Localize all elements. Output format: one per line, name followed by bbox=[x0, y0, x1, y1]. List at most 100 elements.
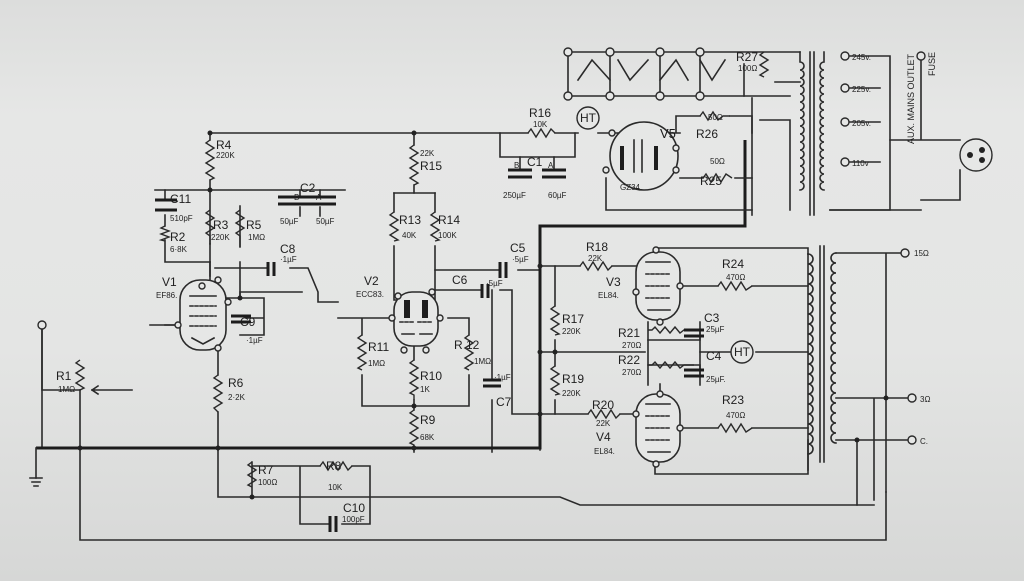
r6-ref: R6 bbox=[228, 376, 244, 390]
v4-type: EL84. bbox=[594, 447, 615, 456]
r4-ref: R4 bbox=[216, 138, 232, 152]
r18-value: 22K bbox=[588, 254, 603, 263]
v4-ref: V4 bbox=[596, 430, 611, 444]
r14-ref: R14 bbox=[438, 213, 460, 227]
r26-ref: R26 bbox=[696, 127, 718, 141]
c10-value: 100pF bbox=[342, 515, 365, 524]
r20-ref: R20 bbox=[592, 398, 614, 412]
output-15-ohm: 15Ω bbox=[914, 249, 929, 258]
r17-ref: R17 bbox=[562, 312, 584, 326]
c9-ref: C9 bbox=[240, 315, 256, 329]
c3-ref: C3 bbox=[704, 311, 720, 325]
v1-type: EF86. bbox=[156, 291, 177, 300]
ht-symbol-top bbox=[576, 106, 600, 130]
c8-value: ·1µF bbox=[280, 255, 297, 264]
r20-value: 22K bbox=[596, 419, 611, 428]
c2-value-b: 50µF bbox=[280, 217, 299, 226]
r17-value: 220K bbox=[562, 327, 581, 336]
r9-value: 68K bbox=[420, 433, 435, 442]
c3-value: 25µF bbox=[706, 325, 725, 334]
r22-ref: R22 bbox=[618, 353, 640, 367]
r4-value: 220K bbox=[216, 151, 235, 160]
r8-value: 10K bbox=[328, 483, 343, 492]
r2-ref: R2 bbox=[170, 230, 186, 244]
v3-ref: V3 bbox=[606, 275, 621, 289]
output-common: C. bbox=[920, 437, 928, 446]
power-transformer bbox=[799, 51, 825, 216]
v2-type: ECC83. bbox=[356, 290, 384, 299]
r1-ref: R1 bbox=[56, 369, 72, 383]
ht-label-output: HT bbox=[734, 345, 751, 359]
r25-ref: R25 bbox=[700, 174, 722, 188]
r11-value: 1MΩ bbox=[368, 359, 385, 368]
v1-ref: V1 bbox=[162, 275, 177, 289]
r13-value: 40K bbox=[402, 231, 417, 240]
r3-ref: R3 bbox=[213, 218, 229, 232]
r8-ref: R8 bbox=[326, 459, 342, 473]
r23-value: 470Ω bbox=[726, 411, 745, 420]
c10-ref: C10 bbox=[343, 501, 365, 515]
r11-ref: R11 bbox=[368, 340, 389, 354]
c5-value: ·5µF bbox=[512, 255, 529, 264]
r16-value: 10K bbox=[533, 120, 548, 129]
r24-ref: R24 bbox=[722, 257, 744, 271]
c7-ref: C7 bbox=[496, 395, 512, 409]
r27-ref: R27 bbox=[736, 50, 758, 64]
output-3-ohm: 3Ω bbox=[920, 395, 930, 404]
c5-ref: C5 bbox=[510, 241, 526, 255]
c2-value-a: 50µF bbox=[316, 217, 335, 226]
r14-value: 100K bbox=[438, 231, 457, 240]
r26-value: 50Ω bbox=[708, 113, 723, 122]
r6-value: 2·2K bbox=[228, 393, 246, 402]
v4-tube bbox=[632, 390, 684, 468]
r7-ref: R7 bbox=[258, 463, 274, 477]
c4-value: 25µF. bbox=[706, 375, 726, 384]
terminals bbox=[37, 47, 993, 500]
c4-ref: C4 bbox=[706, 349, 722, 363]
r22-value: 270Ω bbox=[622, 368, 641, 377]
output-transformer bbox=[807, 245, 837, 463]
r10-value: 1K bbox=[420, 385, 430, 394]
c1-pin-a: A bbox=[548, 161, 554, 170]
r2-value: 6·8K bbox=[170, 245, 188, 254]
r5-ref: R5 bbox=[246, 218, 262, 232]
r21-value: 270Ω bbox=[622, 341, 641, 350]
c6-ref: C6 bbox=[452, 273, 468, 287]
r1-value: 1MΩ bbox=[58, 385, 75, 394]
c2-pin-b: B bbox=[294, 193, 299, 202]
c2-ref: C2 bbox=[300, 181, 316, 195]
r25-value: 50Ω bbox=[710, 157, 725, 166]
c2-pin-a: A bbox=[316, 193, 322, 202]
r3-value: 220K bbox=[211, 233, 230, 242]
v5-tube bbox=[602, 121, 680, 191]
v3-tube bbox=[632, 246, 684, 326]
component-labels: R1 1MΩ R2 6·8K R3 220K R4 220K R5 1MΩ R6… bbox=[56, 50, 937, 524]
r16-ref: R16 bbox=[529, 106, 551, 120]
r19-ref: R19 bbox=[562, 372, 584, 386]
r5-value: 1MΩ bbox=[248, 233, 265, 242]
r15-ref: R15 bbox=[420, 159, 442, 173]
tap-205: 205v. bbox=[852, 119, 871, 128]
c9-value: ·1µF bbox=[246, 336, 263, 345]
r27-value: 100Ω bbox=[738, 64, 757, 73]
c6-value: ·5µF bbox=[486, 279, 503, 288]
v2-ref: V2 bbox=[364, 274, 379, 288]
r23-ref: R23 bbox=[722, 393, 744, 407]
c11-ref: C11 bbox=[170, 192, 191, 206]
r12-ref: R 12 bbox=[454, 338, 480, 352]
r7-value: 100Ω bbox=[258, 478, 277, 487]
r10-ref: R10 bbox=[420, 369, 442, 383]
c1-value-a: 60µF bbox=[548, 191, 567, 200]
c8-ref: C8 bbox=[280, 242, 296, 256]
r12-value: 1MΩ bbox=[474, 357, 491, 366]
ht-symbol-output bbox=[730, 340, 754, 364]
tap-245: 245v. bbox=[852, 53, 871, 62]
r19-value: 220K bbox=[562, 389, 581, 398]
v5-ref: V5 bbox=[660, 126, 676, 141]
r9-ref: R9 bbox=[420, 413, 436, 427]
v1-tube bbox=[174, 276, 232, 352]
capacitor-symbols bbox=[155, 168, 704, 532]
v5-type: GZ34. bbox=[620, 183, 642, 192]
